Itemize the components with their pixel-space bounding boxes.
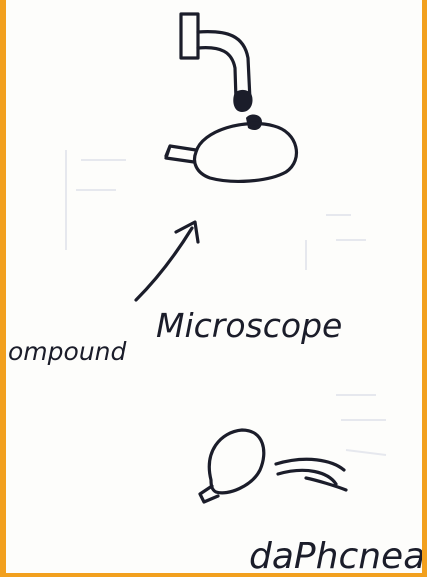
joint-knob <box>233 90 252 112</box>
hand-drawn-sketch: Microscope ompound daPhcnea <box>6 0 427 577</box>
daphnia-label: daPhcnea <box>249 536 425 577</box>
eyepiece <box>181 14 198 58</box>
paper-show-through <box>66 150 386 455</box>
body-oval <box>195 124 297 182</box>
arm-tube <box>198 32 250 100</box>
microscope-drawing <box>166 14 296 181</box>
compound-label: ompound <box>8 337 127 366</box>
daphnia-body <box>209 430 263 493</box>
objective <box>166 146 196 162</box>
daphnia-antenna <box>276 459 346 490</box>
microscope-label: Microscope <box>156 306 342 345</box>
daphnia-drawing <box>200 430 346 502</box>
daphnia-tail <box>200 486 218 502</box>
arrow-to-microscope <box>136 222 198 300</box>
